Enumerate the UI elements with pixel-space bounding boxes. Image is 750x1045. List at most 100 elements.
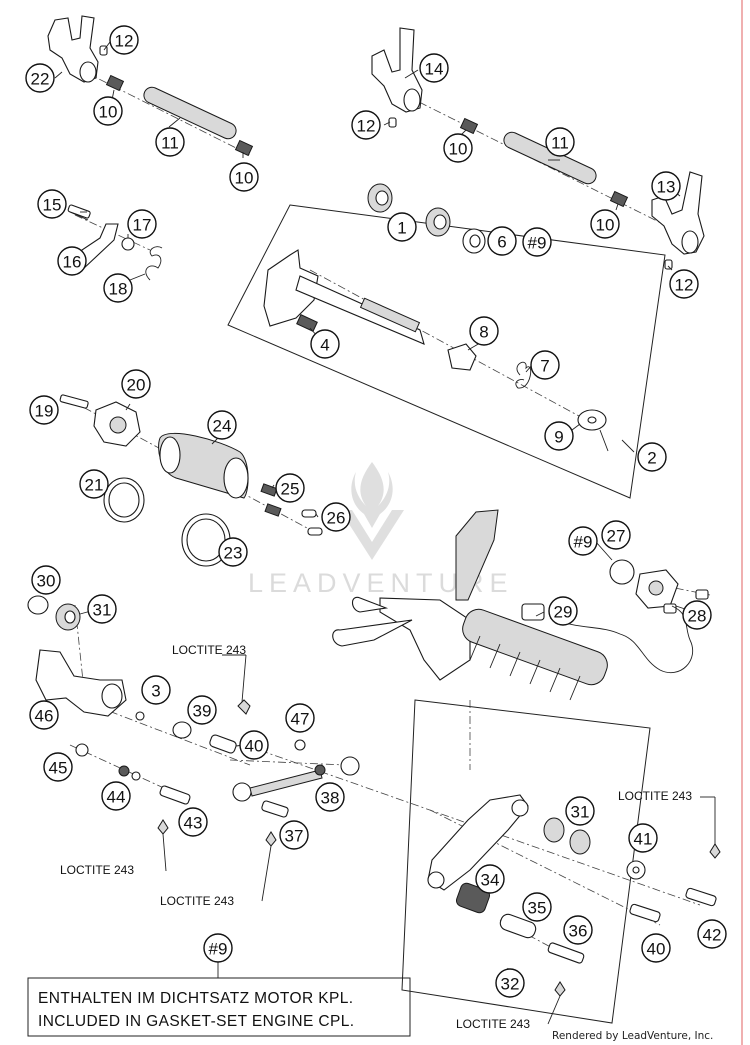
callout-label: 40 [245, 737, 264, 756]
callout-label: 40 [647, 940, 666, 959]
callout-circle [315, 782, 345, 812]
loctite-label: LOCTITE 243 [456, 1017, 530, 1031]
callout-c15: 15 [37, 189, 67, 219]
loctite-drop-d [554, 981, 566, 997]
callout-c45: 45 [43, 752, 73, 782]
shift-shaft [263, 249, 425, 345]
callout-label: 35 [528, 899, 547, 918]
callout-circle [121, 369, 151, 399]
callout-circle [641, 933, 671, 963]
callout-c6: 6 [487, 226, 517, 256]
callout-label: #9 [528, 234, 547, 253]
callout-circle [475, 864, 505, 894]
washer-45 [75, 743, 89, 757]
spring-10a [105, 74, 125, 92]
callout-circle [565, 796, 595, 826]
loctite-label: LOCTITE 243 [60, 863, 134, 877]
callout-c41: 41 [628, 823, 658, 853]
callout-circle [568, 526, 598, 556]
callout-circle [79, 469, 109, 499]
gasket-note-line1: ENTHALTEN IM DICHTSATZ MOTOR KPL. [38, 990, 353, 1007]
callout-label: 10 [99, 103, 118, 122]
spring-10b [234, 139, 254, 157]
callout-circle [563, 915, 593, 945]
screw-28a [663, 603, 677, 614]
callout-label: 26 [327, 509, 346, 528]
callout-circle [637, 442, 667, 472]
callout-label: 12 [115, 32, 134, 51]
callout-c28: 28 [682, 600, 712, 630]
sleeve-35 [499, 913, 537, 939]
callout-c22: 22 [25, 63, 55, 93]
callout-c40a: 40 [239, 730, 269, 760]
callout-c14: 14 [419, 53, 449, 83]
callout-circle [651, 171, 681, 201]
callout-c3: 3 [141, 675, 171, 705]
callout-label: 2 [647, 449, 656, 468]
callout-c7: 7 [530, 350, 560, 380]
callout-c20: 20 [121, 369, 151, 399]
callout-c24: 24 [207, 410, 237, 440]
shift-fork-13 [651, 171, 705, 255]
callout-label: 10 [235, 169, 254, 188]
callout-circle [548, 596, 578, 626]
callout-label: 11 [551, 134, 569, 153]
callout-label: 27 [607, 527, 626, 546]
callout-c37: 37 [279, 820, 309, 850]
callout-label: 12 [357, 117, 376, 136]
bearing-31c [569, 829, 591, 855]
callout-label: 17 [133, 216, 152, 235]
spring-25b [264, 503, 282, 517]
callout-circle [31, 565, 61, 595]
callout-circle [682, 600, 712, 630]
callout-circle [29, 700, 59, 730]
callout-label: 23 [224, 544, 243, 563]
o-ring-27 [609, 559, 635, 585]
needle-bearings-1 [367, 183, 451, 237]
callout-circle [590, 209, 620, 239]
callout-circle [628, 823, 658, 853]
bolt-40b [629, 903, 661, 923]
callout-circle [285, 703, 315, 733]
loctite-drop-a [237, 699, 251, 715]
callout-label: 24 [213, 417, 232, 436]
callout-c27: 27 [601, 520, 631, 550]
callout-circle [601, 520, 631, 550]
callout-c32: 32 [495, 968, 525, 998]
callout-circle [155, 127, 185, 157]
callout-c12b: 12 [351, 110, 381, 140]
callout-circle [103, 273, 133, 303]
washer-47 [294, 739, 306, 751]
bolt-37 [261, 800, 289, 818]
callout-c40b: 40 [641, 933, 671, 963]
callout-circle [178, 807, 208, 837]
callout-label: 12 [675, 276, 694, 295]
callout-circle [321, 502, 351, 532]
callout-c21: 21 [79, 469, 109, 499]
callout-label: 22 [31, 70, 50, 89]
shift-rod-38 [232, 756, 360, 802]
callout-label: 20 [127, 376, 146, 395]
callout-c4: 4 [310, 329, 340, 359]
bushing-30 [27, 595, 49, 615]
flame-logo-icon [351, 462, 393, 528]
callout-label: 41 [634, 830, 653, 849]
callout-c23: 23 [218, 537, 248, 567]
shift-lever-46 [35, 649, 127, 717]
bolt-15 [67, 204, 91, 219]
loctite-label: LOCTITE 243 [160, 894, 234, 908]
callout-circle [43, 752, 73, 782]
callout-circle [93, 96, 123, 126]
washer-44b [131, 771, 141, 781]
callout-circle [109, 25, 139, 55]
spring-7 [515, 361, 532, 389]
callout-label: 14 [425, 60, 444, 79]
callout-label: 7 [540, 357, 549, 376]
callout-c47: 47 [285, 703, 315, 733]
callout-label: 25 [281, 480, 300, 499]
callout-c9b: 9 [544, 421, 574, 451]
callout-label: #9 [209, 940, 228, 959]
callout-c19: 19 [29, 395, 59, 425]
callout-circle [545, 127, 575, 157]
shift-drum-24 [158, 432, 249, 499]
